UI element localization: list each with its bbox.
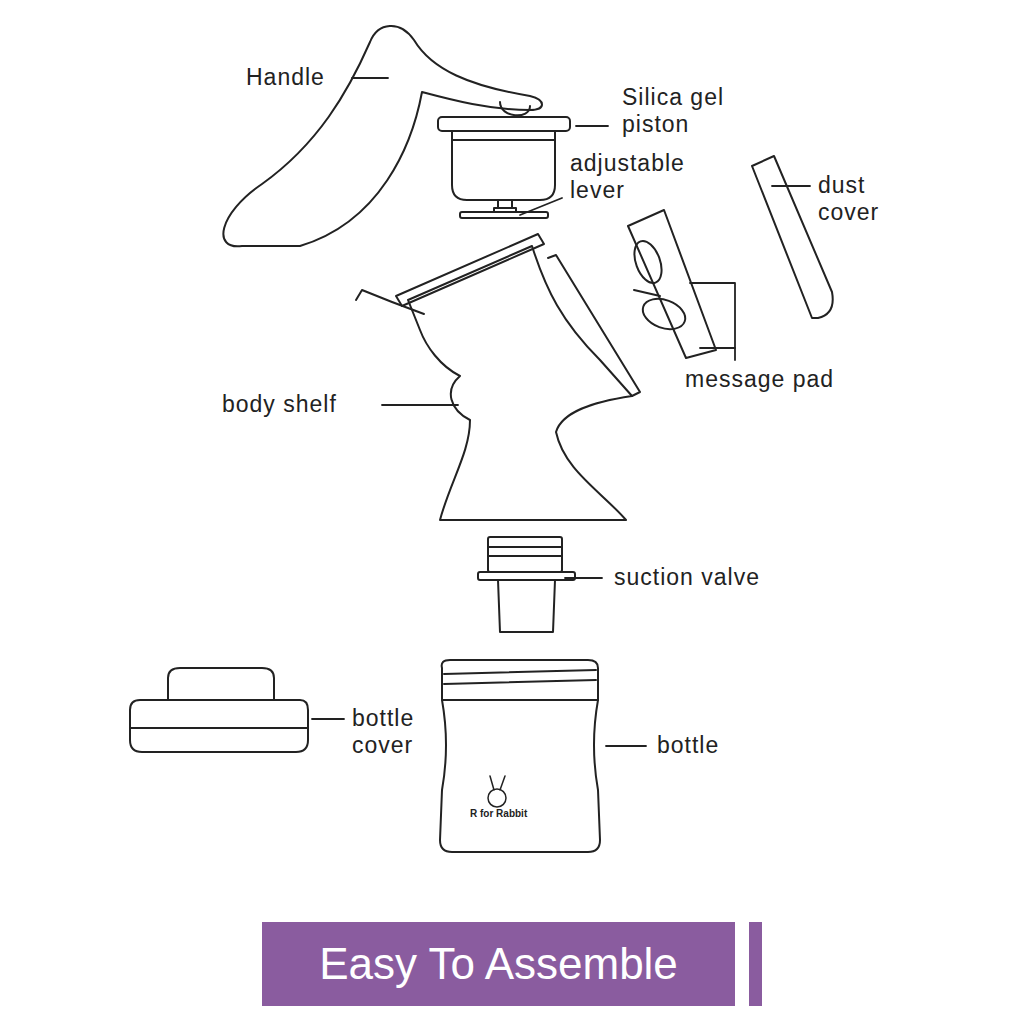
pad-line [634, 290, 660, 296]
part-label: adjustable lever [570, 150, 710, 204]
part-label: bottle [657, 732, 757, 759]
piston-lid [438, 117, 570, 131]
logo-text: R for Rabbit [470, 808, 550, 820]
valve-ring [488, 546, 562, 548]
banner-accent [749, 922, 762, 1006]
valve-flange [478, 572, 575, 580]
bottle-cover-rim [130, 727, 308, 729]
part-label: suction valve [614, 564, 814, 591]
part-label: bottle cover [352, 705, 452, 759]
banner-text: Easy To Assemble [319, 939, 678, 989]
piston-cup [452, 131, 555, 200]
massage-pad-part [628, 210, 716, 358]
body-rim [396, 234, 544, 306]
part-label: body shelf [222, 391, 377, 418]
body-funnel [548, 255, 640, 396]
part-label: message pad [685, 366, 885, 393]
pad-ring [629, 237, 667, 287]
valve-ring [488, 555, 562, 557]
valve-bottom [498, 580, 555, 632]
bottle-part [440, 660, 600, 852]
bottle-cover-part [168, 668, 274, 700]
part-label: dust cover [818, 172, 913, 226]
title-banner: Easy To Assemble [262, 922, 735, 1006]
bottle-thread [444, 680, 596, 684]
handle-part [223, 26, 542, 246]
handle-tip [500, 102, 530, 115]
valve-top [488, 537, 562, 572]
lever-stem [494, 200, 516, 212]
part-label: Handle [246, 64, 356, 91]
logo-ears [490, 776, 505, 790]
part-label: Silica gel piston [622, 84, 752, 138]
body-part [408, 246, 632, 520]
piston-line [452, 139, 555, 141]
logo-head [488, 789, 506, 807]
pad-ring [639, 293, 690, 334]
leader-lines [312, 78, 810, 746]
bottle-cover-part [130, 700, 308, 752]
lever-plate [460, 212, 548, 218]
lever-rod [356, 290, 424, 314]
bottle-thread [444, 670, 596, 674]
bottle-neck [442, 699, 598, 701]
